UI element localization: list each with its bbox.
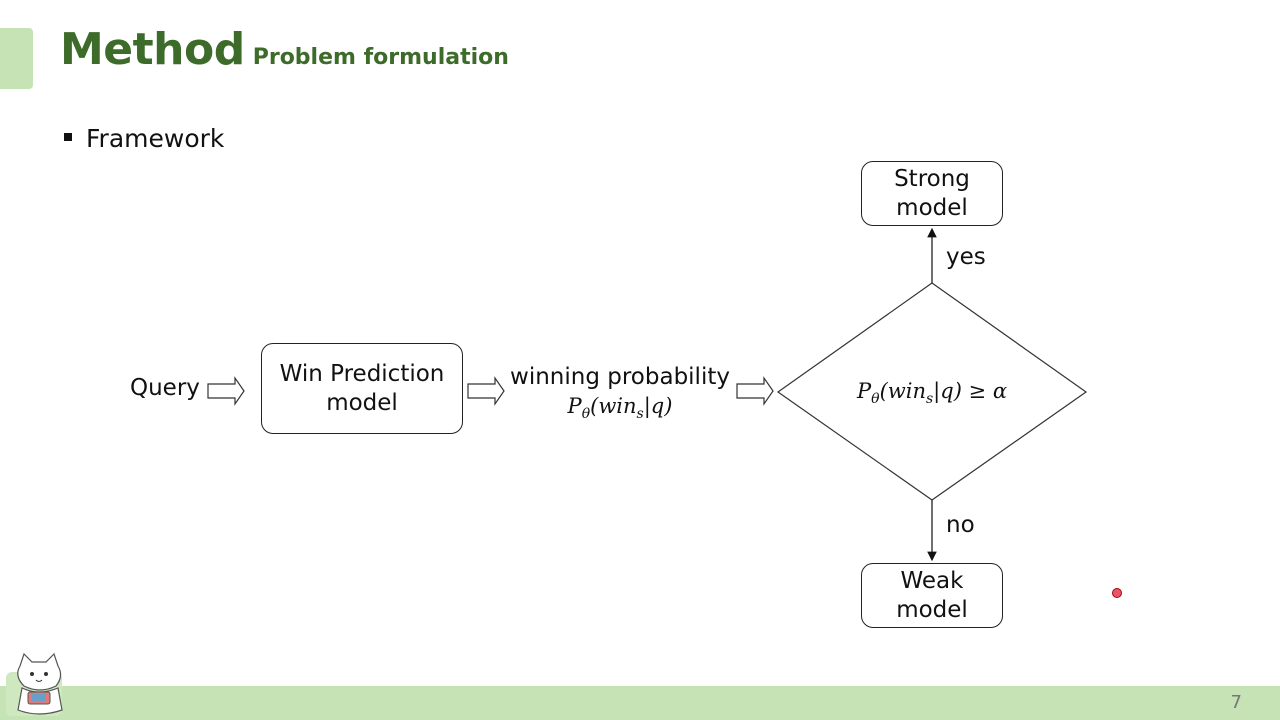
win-prediction-model-box: Win Prediction model bbox=[261, 343, 463, 434]
title-subtitle: Problem formulation bbox=[252, 45, 509, 70]
probability-text: winning probability bbox=[510, 364, 730, 390]
no-label: no bbox=[946, 512, 975, 538]
bullet-square-icon bbox=[64, 133, 72, 141]
yes-label: yes bbox=[946, 244, 986, 270]
block-arrow-prob bbox=[736, 376, 774, 406]
probability-formula: Pθ(wins|q) bbox=[567, 394, 673, 423]
probability-label: winning probability Pθ(wins|q) bbox=[510, 363, 730, 429]
bullet-framework: Framework bbox=[64, 124, 224, 153]
cat-mascot-icon bbox=[6, 652, 63, 716]
query-label: Query bbox=[130, 375, 200, 401]
strong-line2: model bbox=[896, 194, 968, 221]
weak-line2: model bbox=[896, 596, 968, 623]
weak-line1: Weak bbox=[900, 567, 964, 594]
slide-title: Method Problem formulation bbox=[60, 24, 509, 75]
block-arrow-query bbox=[207, 376, 245, 406]
strong-model-box: Strong model bbox=[861, 161, 1003, 226]
page-number: 7 bbox=[1230, 692, 1242, 713]
weak-model-box: Weak model bbox=[861, 563, 1003, 628]
title-main: Method bbox=[60, 24, 245, 75]
win-model-line1: Win Prediction bbox=[279, 360, 445, 387]
strong-line1: Strong bbox=[894, 165, 970, 192]
laser-pointer-icon bbox=[1112, 588, 1122, 598]
footer-bar bbox=[0, 686, 1280, 720]
block-arrow-model bbox=[467, 376, 505, 406]
accent-tab bbox=[0, 28, 33, 89]
bullet-text: Framework bbox=[86, 124, 225, 153]
decision-formula: Pθ(wins|q) ≥ α bbox=[856, 379, 1008, 408]
win-model-line2: model bbox=[326, 389, 398, 416]
